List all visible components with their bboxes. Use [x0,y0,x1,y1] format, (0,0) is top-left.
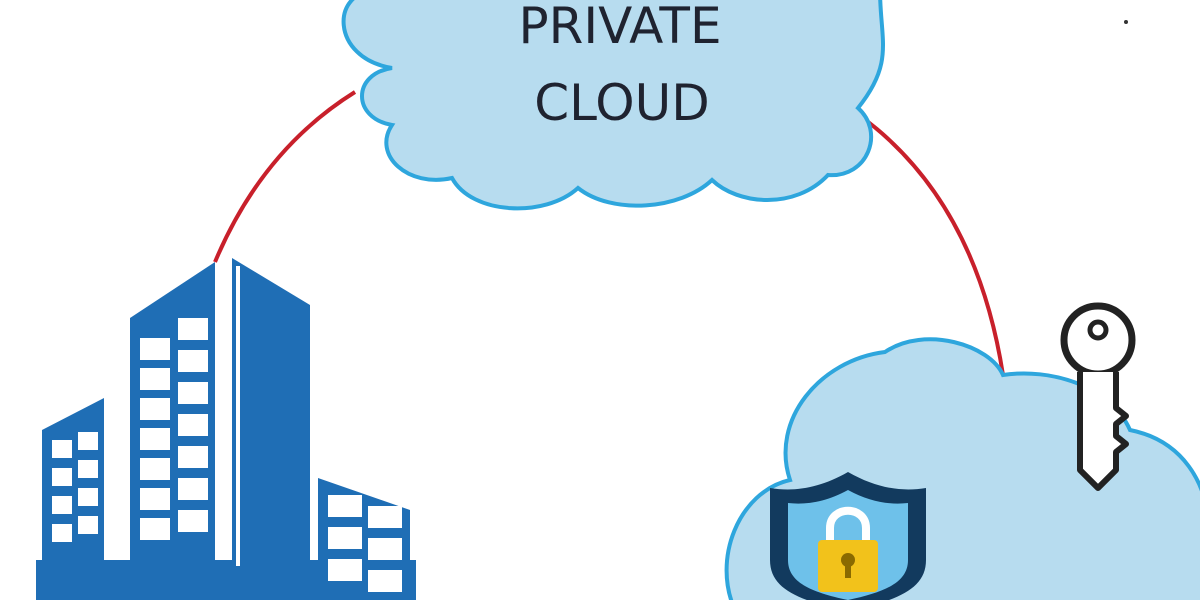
private-cloud-label-line1: PRIVATE [518,0,721,55]
private-cloud-label-line2: CLOUD [534,74,709,132]
connector-building-to-cloud [213,90,357,263]
key-icon [1060,302,1136,491]
connector-cloud-to-secure-cloud [850,108,1005,376]
speck-dot [1124,20,1128,24]
private-cloud-icon: PRIVATE CLOUD [341,0,885,211]
padlock-icon [818,506,878,592]
building-windows [52,266,402,592]
